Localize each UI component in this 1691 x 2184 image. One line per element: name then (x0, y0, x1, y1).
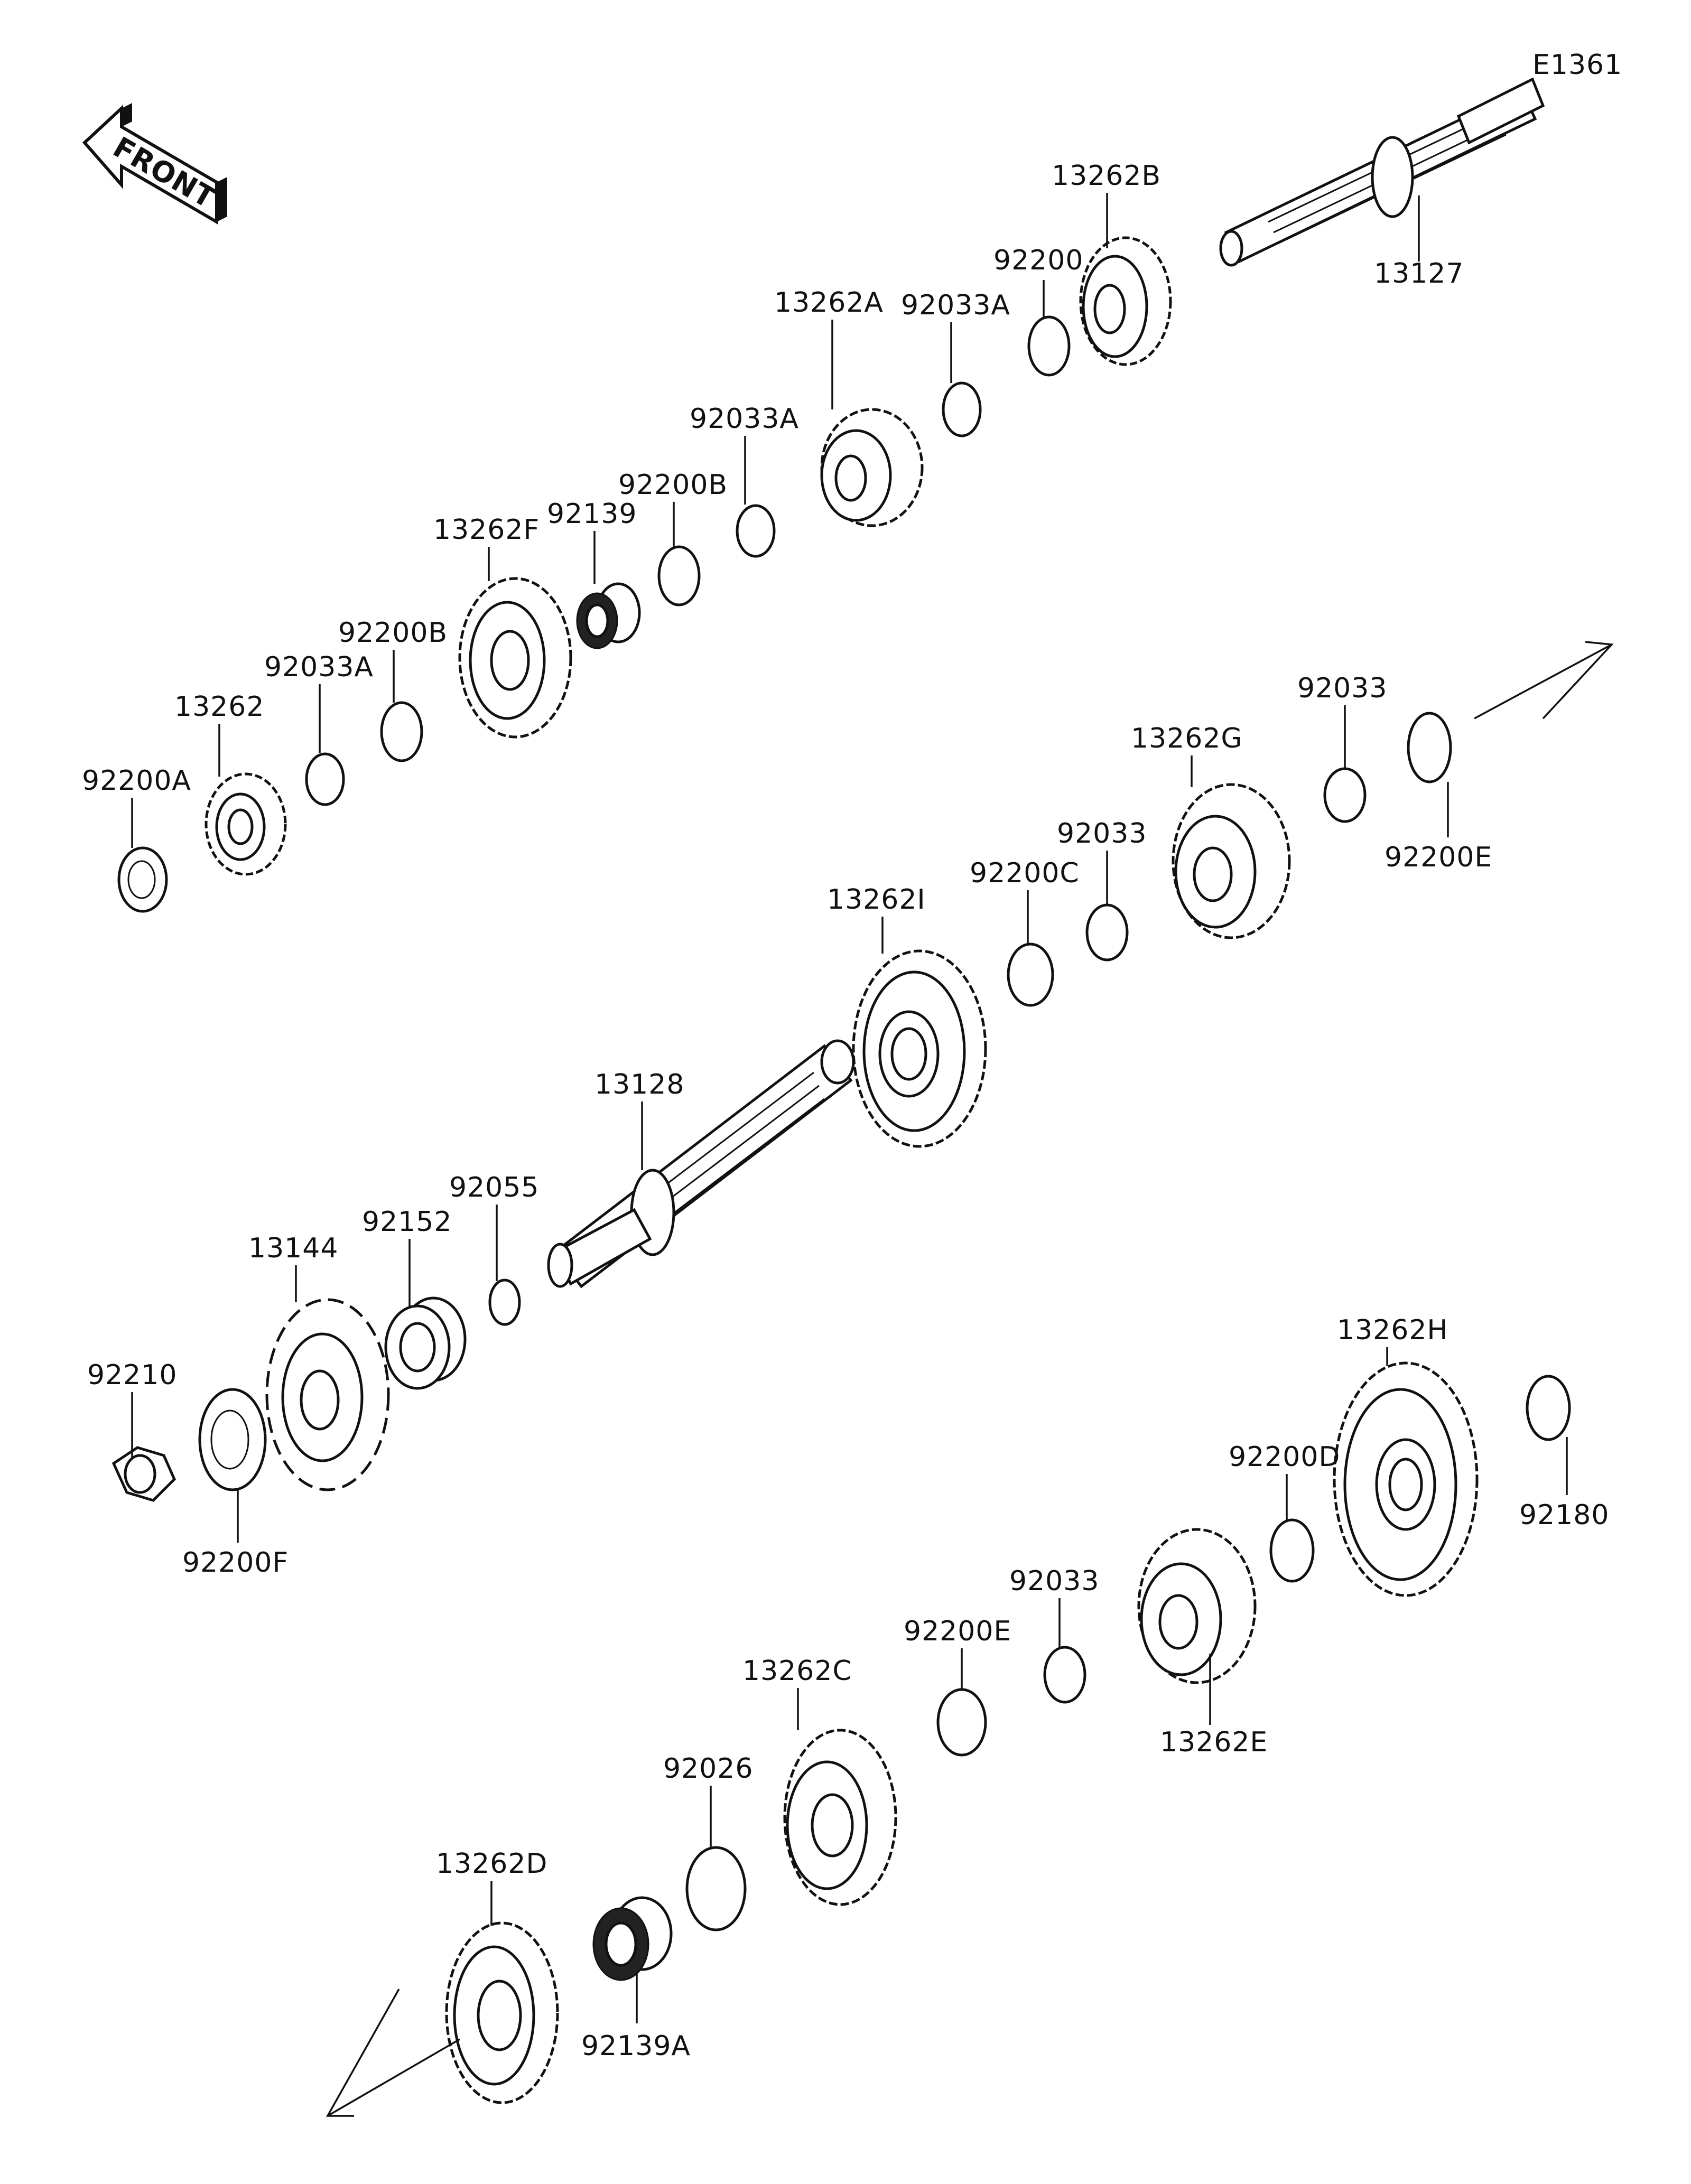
axis-marker-upper-right (1474, 641, 1614, 720)
label-92033-3: 92033 (1009, 1565, 1099, 1597)
axis-marker-lower-left (326, 1989, 460, 2117)
part-92033-circlip-3 (1043, 1646, 1086, 1704)
label-92139A: 92139A (581, 2030, 691, 2062)
label-13128: 13128 (594, 1069, 684, 1100)
label-13144: 13144 (248, 1233, 338, 1264)
part-13262D-gear (445, 1921, 559, 2104)
leader-lines (131, 193, 1568, 2023)
part-13262I-gear (852, 949, 987, 1148)
label-92033-2: 92033 (1057, 818, 1147, 850)
part-13262B-gear (1079, 236, 1172, 366)
part-92200E-washer-1 (1407, 712, 1452, 783)
part-92152-collar (384, 1296, 467, 1390)
part-92180-washer (1526, 1375, 1571, 1441)
part-92200-washer (1027, 315, 1071, 377)
part-92200A-washer (117, 846, 168, 913)
diagram-code: E1361 (1532, 49, 1622, 81)
label-92200D: 92200D (1229, 1441, 1340, 1473)
label-92200E-1: 92200E (1385, 842, 1492, 873)
part-92033-circlip-2 (1085, 903, 1129, 962)
label-13127: 13127 (1374, 258, 1464, 290)
label-92210: 92210 (87, 1359, 177, 1391)
label-92033A-2: 92033A (690, 403, 799, 435)
label-92180: 92180 (1519, 1499, 1609, 1531)
part-13262H-gear (1333, 1361, 1479, 1597)
label-92200E-2: 92200E (904, 1616, 1011, 1647)
part-92200B-washer-1 (657, 545, 701, 606)
part-92200B-washer-2 (380, 701, 423, 762)
part-13262G-gear (1172, 783, 1291, 939)
label-92152: 92152 (362, 1206, 452, 1238)
part-92033A-circlip-2 (736, 504, 776, 558)
label-92033-1: 92033 (1297, 673, 1387, 704)
part-92210-nut (112, 1446, 176, 1502)
label-13262I: 13262I (827, 884, 926, 916)
part-92200E-washer-2 (936, 1688, 987, 1757)
label-13262D: 13262D (436, 1848, 547, 1880)
part-92026-collar (685, 1846, 747, 1931)
label-92033A-3: 92033A (264, 651, 374, 683)
part-13262-gear (205, 772, 287, 876)
label-92200A: 92200A (82, 765, 191, 797)
part-13262F-gear (458, 577, 572, 739)
label-13262E: 13262E (1160, 1726, 1268, 1758)
label-92200F: 92200F (182, 1547, 289, 1579)
front-arrow-icon: FRONT (82, 103, 227, 225)
label-13262H: 13262H (1337, 1314, 1448, 1346)
part-13127-shaft (1219, 77, 1545, 267)
part-92200F-washer (198, 1388, 267, 1491)
label-13262C: 13262C (742, 1655, 852, 1687)
label-92026: 92026 (663, 1753, 753, 1785)
part-92033A-circlip-3 (305, 752, 345, 806)
part-13262E-gear (1137, 1528, 1257, 1684)
label-92033A-1: 92033A (901, 290, 1010, 321)
part-13144-sprocket (265, 1298, 390, 1491)
label-92200C: 92200C (970, 857, 1080, 889)
label-92200: 92200 (993, 245, 1083, 276)
part-13128-shaft (547, 1039, 855, 1289)
label-92200B-1: 92200B (618, 469, 728, 501)
part-92139-bearing (576, 582, 641, 649)
label-92200B-2: 92200B (338, 617, 448, 649)
part-92200C-washer (1007, 942, 1054, 1007)
part-92055-circlip (488, 1278, 521, 1326)
part-92139A-bearing (592, 1896, 673, 1981)
label-13262A: 13262A (774, 287, 884, 319)
label-13262G: 13262G (1131, 723, 1243, 754)
label-13262B: 13262B (1052, 160, 1161, 192)
part-13262A-gear (820, 408, 924, 527)
label-92055: 92055 (449, 1172, 539, 1203)
part-13262C-gear (783, 1729, 897, 1906)
label-92139: 92139 (547, 498, 637, 530)
part-92033A-circlip-1 (942, 381, 982, 437)
part-92033-circlip-1 (1323, 767, 1367, 823)
label-13262: 13262 (174, 691, 264, 723)
label-13262F: 13262F (433, 514, 540, 546)
front-arrow-label: FRONT (108, 130, 221, 215)
part-92200D-washer (1269, 1518, 1315, 1583)
